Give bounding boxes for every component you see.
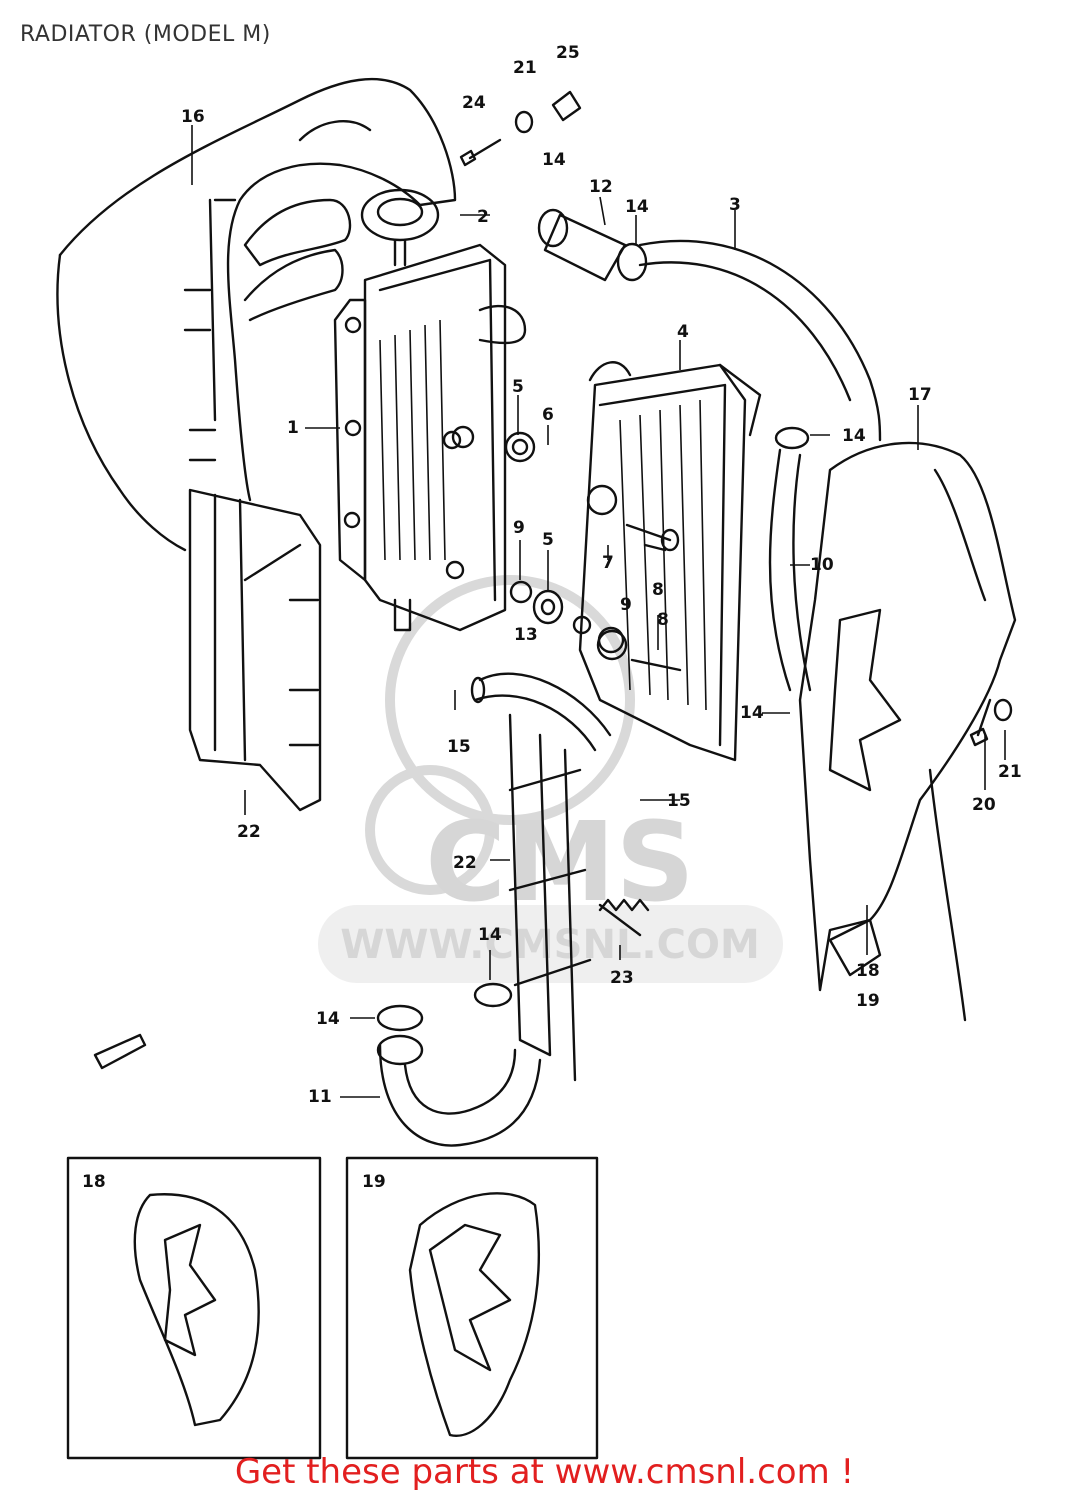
callout-11: 11 bbox=[308, 1087, 332, 1107]
callout-15-a: 15 bbox=[447, 737, 471, 757]
callout-6: 6 bbox=[542, 405, 554, 425]
callout-labels: 1 2 3 4 5 5 6 7 8 8 9 9 10 11 12 13 14 1… bbox=[181, 43, 1022, 1107]
callout-25: 25 bbox=[556, 43, 580, 63]
callout-20: 20 bbox=[972, 795, 996, 815]
callout-5-lower: 5 bbox=[542, 530, 554, 550]
part-16-shroud bbox=[56, 77, 457, 552]
callout-17: 17 bbox=[908, 385, 932, 405]
callout-9-right: 9 bbox=[620, 595, 632, 615]
callout-3: 3 bbox=[729, 195, 741, 215]
callout-4: 4 bbox=[677, 322, 689, 342]
page-title: RADIATOR (MODEL M) bbox=[20, 22, 271, 47]
callout-21-top: 21 bbox=[513, 58, 537, 78]
callout-2: 2 bbox=[477, 207, 489, 227]
callout-23: 23 bbox=[610, 968, 634, 988]
part-3-hose bbox=[638, 239, 882, 442]
callout-14-d: 14 bbox=[740, 703, 764, 723]
watermark-url: WWW.CMSNL.COM bbox=[340, 922, 760, 968]
callout-10: 10 bbox=[810, 555, 834, 575]
callout-14-b: 14 bbox=[625, 197, 649, 217]
small-parts-bushings bbox=[451, 425, 682, 672]
callout-18: 18 bbox=[856, 961, 880, 981]
callout-22-right: 22 bbox=[453, 853, 477, 873]
callout-1: 1 bbox=[287, 418, 299, 438]
part-10-hose bbox=[768, 426, 967, 1022]
front-arrow-icon bbox=[93, 1033, 147, 1070]
callout-21-right: 21 bbox=[998, 762, 1022, 782]
part-20-bolt bbox=[969, 698, 1013, 747]
part-4-radiator-right bbox=[572, 361, 762, 762]
part-17-shroud bbox=[798, 441, 1017, 992]
part-11-hose bbox=[376, 982, 542, 1147]
callout-8-upper: 8 bbox=[652, 580, 664, 600]
callout-8-lower: 8 bbox=[657, 610, 669, 630]
callout-15-b: 15 bbox=[667, 791, 691, 811]
cms-watermark: CMS WWW.CMSNL.COM bbox=[318, 575, 783, 983]
callout-14-c: 14 bbox=[842, 426, 866, 446]
part-13-hose bbox=[470, 672, 612, 752]
callout-13: 13 bbox=[514, 625, 538, 645]
inset-19-label: 19 bbox=[362, 1172, 386, 1192]
watermark-brand: CMS bbox=[425, 798, 694, 926]
footer-promo-link[interactable]: Get these parts at www.cmsnl.com ! bbox=[234, 1452, 855, 1492]
parts-24-21-25-top bbox=[459, 90, 582, 167]
callout-14-f: 14 bbox=[316, 1009, 340, 1029]
callout-9-left: 9 bbox=[513, 518, 525, 538]
callout-7: 7 bbox=[602, 553, 614, 573]
callout-19: 19 bbox=[856, 991, 880, 1011]
inset-19-box: 19 bbox=[345, 1156, 599, 1460]
part-2-cap bbox=[360, 188, 440, 267]
callout-22-left: 22 bbox=[237, 822, 261, 842]
callout-24: 24 bbox=[462, 93, 486, 113]
part-1-radiator-left bbox=[333, 243, 527, 632]
callout-16: 16 bbox=[181, 107, 205, 127]
part-22-mesh-guard bbox=[508, 713, 650, 1082]
inset-18-label: 18 bbox=[82, 1172, 106, 1192]
part-12-hose bbox=[537, 208, 648, 282]
leader-lines bbox=[191, 125, 1006, 1098]
part-22-guard-left bbox=[188, 488, 322, 812]
callout-14-e: 14 bbox=[478, 925, 502, 945]
callout-14-a: 14 bbox=[542, 150, 566, 170]
inset-18-box: 18 bbox=[66, 1156, 322, 1460]
callout-5-upper: 5 bbox=[512, 377, 524, 397]
callout-12: 12 bbox=[589, 177, 613, 197]
